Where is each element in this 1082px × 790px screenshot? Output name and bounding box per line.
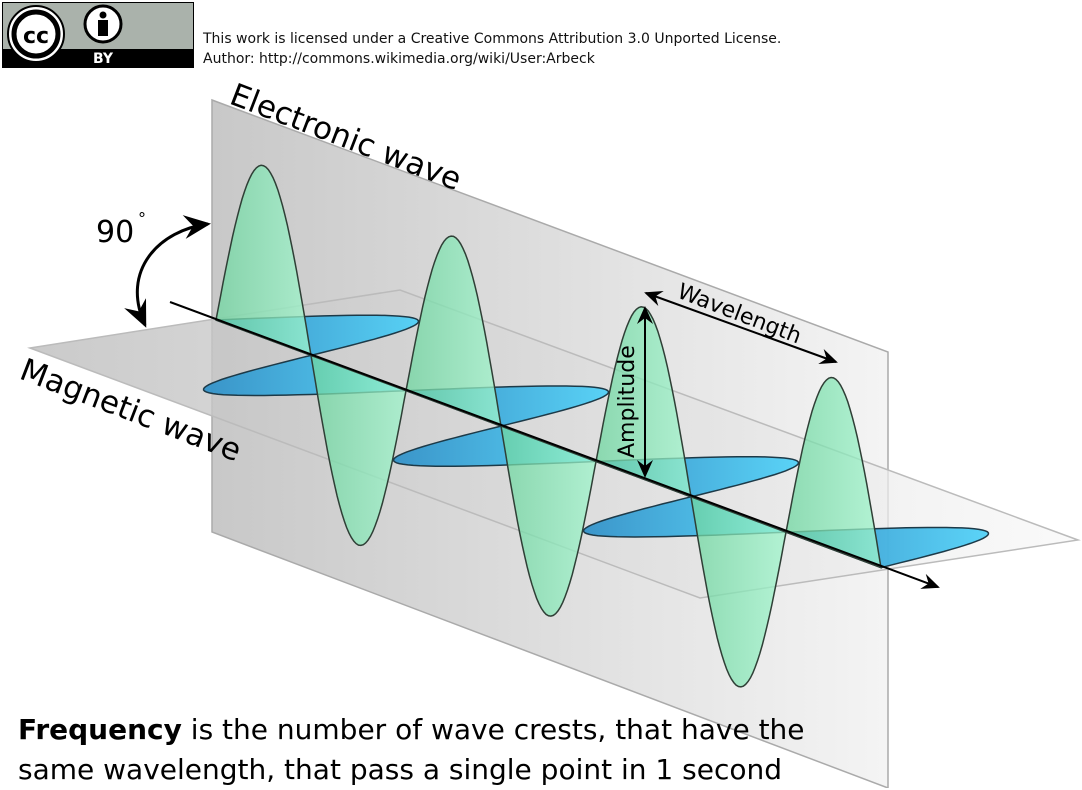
electric-wave-lobe	[215, 164, 312, 357]
rotation-arrow-icon	[124, 215, 211, 328]
electric-wave-lobe	[690, 495, 787, 688]
electric-wave-lobe	[310, 354, 407, 547]
caption-line-2: same wavelength, that pass a single poin…	[18, 753, 782, 786]
svg-text:cc: cc	[23, 24, 49, 49]
electric-wave-lobe	[500, 424, 597, 617]
caption-line-1: Frequency is the number of wave crests, …	[18, 710, 805, 750]
amplitude-label: Amplitude	[615, 345, 640, 458]
author-text: Author: http://commons.wikimedia.org/wik…	[203, 51, 595, 67]
cc-by-badge: cc BY	[2, 2, 194, 68]
propagation-axis	[169, 301, 940, 589]
badge-by-text: BY	[93, 51, 114, 67]
caption-rest: is the number of wave crests, that have …	[181, 713, 805, 746]
angle-label: 90	[96, 215, 134, 250]
license-text: This work is licensed under a Creative C…	[203, 31, 782, 47]
electric-wave-lobe	[785, 376, 882, 569]
angle-unit: °	[138, 209, 146, 228]
wavelength-arrow	[644, 290, 838, 365]
cc-logo-icon: cc BY	[3, 4, 193, 67]
electric-wave-lobe	[405, 235, 502, 428]
caption-bold: Frequency	[18, 713, 182, 746]
